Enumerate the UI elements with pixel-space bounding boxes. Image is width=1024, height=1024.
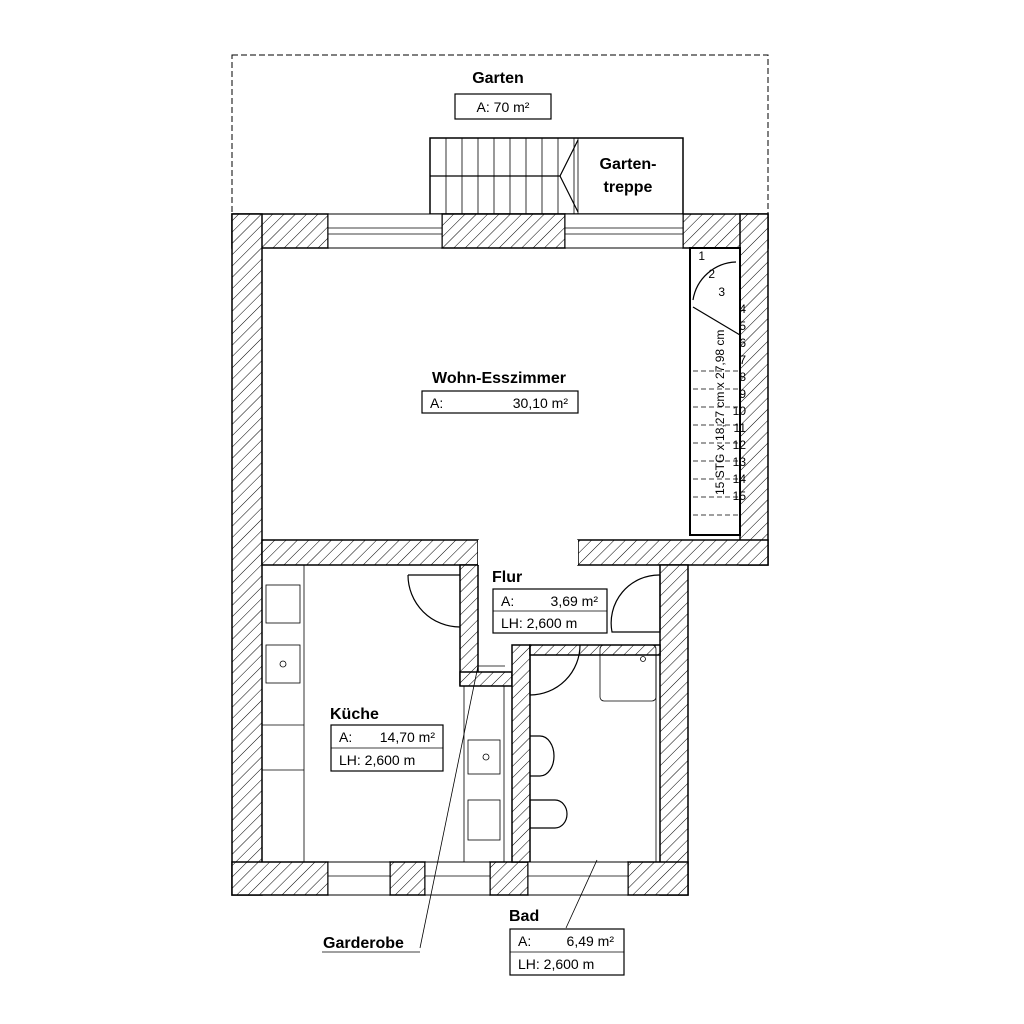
stair-step-number: 11 — [734, 421, 747, 435]
wohn-label: Wohn-Esszimmer — [432, 370, 566, 387]
garden-stairs: Garten- treppe — [429, 137, 684, 215]
flur-area-value: 3,69 m² — [551, 593, 599, 609]
bad-area-value: 6,49 m² — [567, 933, 615, 949]
garden-area-value: A: 70 m² — [477, 99, 530, 115]
stair-step-number: 7 — [739, 353, 746, 367]
kueche-area-value: 14,70 m² — [380, 729, 436, 745]
doors — [385, 539, 661, 696]
kueche-label: Küche — [330, 706, 379, 723]
stair-step-number: 2 — [708, 267, 715, 281]
garden-stairs-label-2: treppe — [604, 179, 653, 196]
garden-label: Garten — [472, 70, 524, 87]
stair-dimension-label: 15 STG x 18,27 cm x 27,98 cm — [713, 330, 727, 495]
stair-step-number: 5 — [739, 319, 746, 333]
room-wohn-esszimmer: Wohn-Esszimmer A: 30,10 m² — [421, 370, 579, 414]
stair-step-number: 14 — [733, 472, 747, 486]
kitchen-counter — [261, 564, 505, 863]
stair-step-number: 1 — [698, 249, 705, 263]
wohn-area-value: 30,10 m² — [513, 395, 569, 411]
room-bad: Bad A: 6,49 m² LH: 2,600 m — [509, 859, 625, 976]
flur-label: Flur — [492, 569, 522, 586]
garderobe-callout: Garderobe — [322, 665, 505, 953]
bad-area-label: A: — [518, 933, 531, 949]
bath-fixtures — [529, 644, 657, 862]
kueche-height: LH: 2,600 m — [339, 752, 415, 768]
room-kueche: Küche A: 14,70 m² LH: 2,600 m — [330, 706, 444, 772]
walls — [231, 213, 769, 896]
windows — [327, 213, 684, 896]
wohn-area-label: A: — [430, 395, 443, 411]
stair-step-number: 9 — [739, 387, 746, 401]
stair-step-number: 6 — [739, 336, 746, 350]
room-flur: Flur A: 3,69 m² LH: 2,600 m — [492, 569, 608, 634]
bad-label: Bad — [509, 908, 539, 925]
bad-height: LH: 2,600 m — [518, 956, 594, 972]
garderobe-label: Garderobe — [323, 935, 404, 952]
garden-stairs-label-1: Garten- — [600, 156, 657, 173]
stair-step-number: 13 — [733, 455, 747, 469]
flur-area-label: A: — [501, 593, 514, 609]
flur-height: LH: 2,600 m — [501, 615, 577, 631]
stair-step-number: 15 — [733, 489, 747, 503]
stair-step-number: 3 — [718, 285, 725, 299]
stair-step-number: 12 — [733, 438, 747, 452]
stair-step-number: 4 — [739, 302, 746, 316]
stair-step-number: 8 — [739, 370, 746, 384]
stair-step-number: 10 — [733, 404, 747, 418]
kueche-area-label: A: — [339, 729, 352, 745]
